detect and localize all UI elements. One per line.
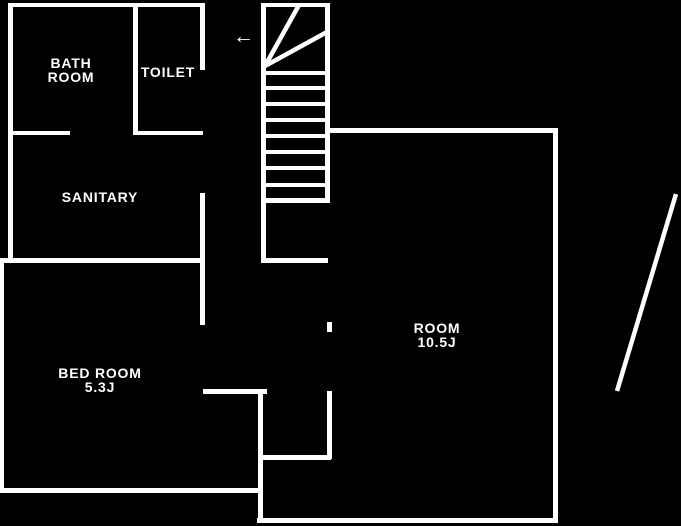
bed-room-label-line1: BED ROOM	[58, 365, 142, 381]
room-label-line1: ROOM	[413, 320, 461, 336]
stair-step-4	[266, 118, 325, 122]
wall-sanitary-bottom	[0, 258, 205, 263]
wall-closet-right	[327, 391, 332, 459]
bed-room-label: BED ROOM 5.3J	[58, 366, 141, 394]
bath-room-label-line2: ROOM	[47, 69, 95, 85]
bath-room-label: BATH ROOM	[48, 56, 95, 84]
room-label-line2: 10.5J	[417, 334, 457, 350]
wall-stair-left	[261, 3, 266, 263]
wall-bedroom-bottom	[0, 488, 262, 493]
wall-bottom	[257, 518, 558, 523]
wall-room-right	[553, 128, 558, 523]
stair-direction-arrow-icon: ←	[233, 25, 254, 48]
toilet-label-line1: TOILET	[140, 64, 196, 80]
stair-step-8	[266, 183, 325, 187]
wall-bath-bottom	[8, 131, 70, 135]
stair-step-3	[266, 102, 325, 106]
wall-closet-bottom	[258, 455, 331, 460]
stair-step-2	[266, 86, 325, 90]
outer-wall-top-left	[8, 3, 205, 7]
wall-hall-top	[203, 389, 267, 394]
stair-step-5	[266, 134, 325, 138]
wall-toilet-bottom	[133, 131, 203, 135]
wall-stair-landing	[261, 198, 330, 203]
wall-bath-toilet-divider	[133, 3, 138, 135]
stair-fan-line-2	[263, 30, 329, 68]
sanitary-label-line1: SANITARY	[61, 189, 139, 205]
room-label: ROOM 10.5J	[414, 321, 461, 349]
wall-toilet-right	[200, 3, 205, 70]
balcony-diagonal-line	[614, 193, 679, 392]
stair-step-6	[266, 150, 325, 154]
bath-room-label-line1: BATH	[50, 55, 92, 71]
stair-step-1	[266, 71, 325, 75]
bed-room-label-line2: 5.3J	[84, 379, 116, 395]
wall-bedroom-left	[0, 258, 4, 493]
wall-stair-top	[261, 3, 330, 7]
wall-stair-right	[325, 3, 330, 203]
wall-door-jamb	[327, 322, 332, 332]
wall-room-top	[330, 128, 558, 133]
sanitary-label: SANITARY	[62, 190, 138, 204]
toilet-label: TOILET	[141, 65, 195, 79]
wall-stair-bottom	[261, 258, 328, 263]
stair-fan-line-1	[263, 3, 301, 68]
stair-step-7	[266, 166, 325, 170]
